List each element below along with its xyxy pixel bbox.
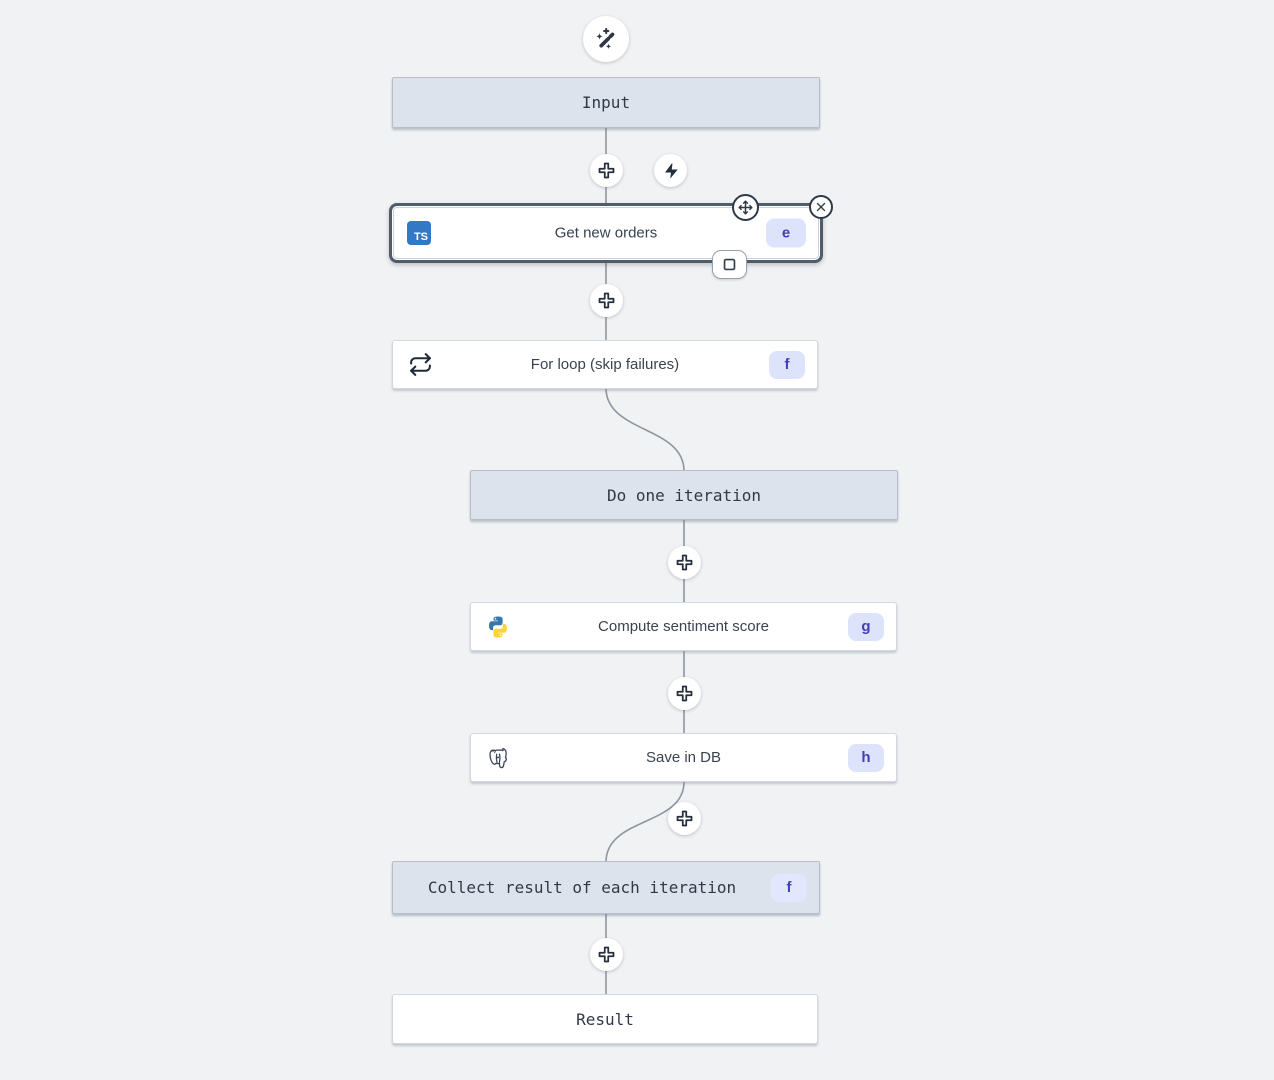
node-collect-result[interactable]: Collect result of each iteration f (392, 861, 820, 914)
node-for-loop[interactable]: For loop (skip failures) f (392, 340, 818, 389)
move-icon (738, 200, 753, 215)
insert-step-button-1[interactable] (590, 154, 623, 187)
node-compute-sentiment-score[interactable]: Compute sentiment score g (470, 602, 897, 651)
node-collect-result-label: Collect result of each iteration (427, 878, 737, 897)
select-box-icon (721, 256, 738, 273)
wand-sparkles-icon (593, 26, 619, 52)
bolt-icon (662, 162, 680, 180)
node-input-label: Input (581, 93, 631, 112)
postgresql-icon (485, 745, 511, 771)
node-do-one-iteration[interactable]: Do one iteration (470, 470, 898, 520)
plus-icon (596, 160, 617, 181)
node-result[interactable]: Result (392, 994, 818, 1044)
typescript-abbr: TS (413, 231, 428, 243)
typescript-icon: TS (406, 220, 432, 246)
node-get-new-orders-badge: e (766, 218, 806, 248)
insert-step-button-4[interactable] (668, 677, 701, 710)
node-get-new-orders[interactable]: TS Get new orders e (389, 194, 833, 279)
node-save-in-db-badge: h (848, 743, 884, 772)
node-result-label: Result (576, 1009, 634, 1029)
plus-icon (674, 683, 695, 704)
edge-forloop-to-iteration (605, 387, 685, 472)
remove-node-button[interactable] (809, 195, 833, 219)
node-collect-result-badge: f (771, 873, 807, 902)
node-save-in-db-label: Save in DB (645, 749, 722, 766)
node-compute-sentiment-score-badge: g (848, 612, 884, 641)
ai-flow-builder-button[interactable] (583, 16, 629, 62)
python-icon (485, 614, 511, 640)
node-save-in-db[interactable]: Save in DB h (470, 733, 897, 782)
node-frame-toggle-button[interactable] (712, 250, 747, 279)
node-for-loop-badge: f (769, 350, 805, 379)
move-node-button[interactable] (732, 194, 759, 221)
close-icon (815, 201, 827, 213)
insert-step-button-6[interactable] (590, 938, 623, 971)
repeat-icon (407, 352, 433, 378)
node-get-new-orders-label: Get new orders (554, 224, 658, 242)
plus-icon (596, 944, 617, 965)
node-for-loop-label: For loop (skip failures) (530, 356, 680, 373)
insert-step-button-5[interactable] (668, 802, 701, 835)
node-compute-sentiment-score-label: Compute sentiment score (598, 618, 769, 635)
insert-step-button-2[interactable] (590, 284, 623, 317)
insert-step-button-3[interactable] (668, 546, 701, 579)
trigger-button[interactable] (654, 154, 687, 187)
plus-icon (674, 552, 695, 573)
node-input[interactable]: Input (392, 77, 820, 128)
node-do-one-iteration-label: Do one iteration (606, 485, 762, 505)
plus-icon (674, 808, 695, 829)
plus-icon (596, 290, 617, 311)
